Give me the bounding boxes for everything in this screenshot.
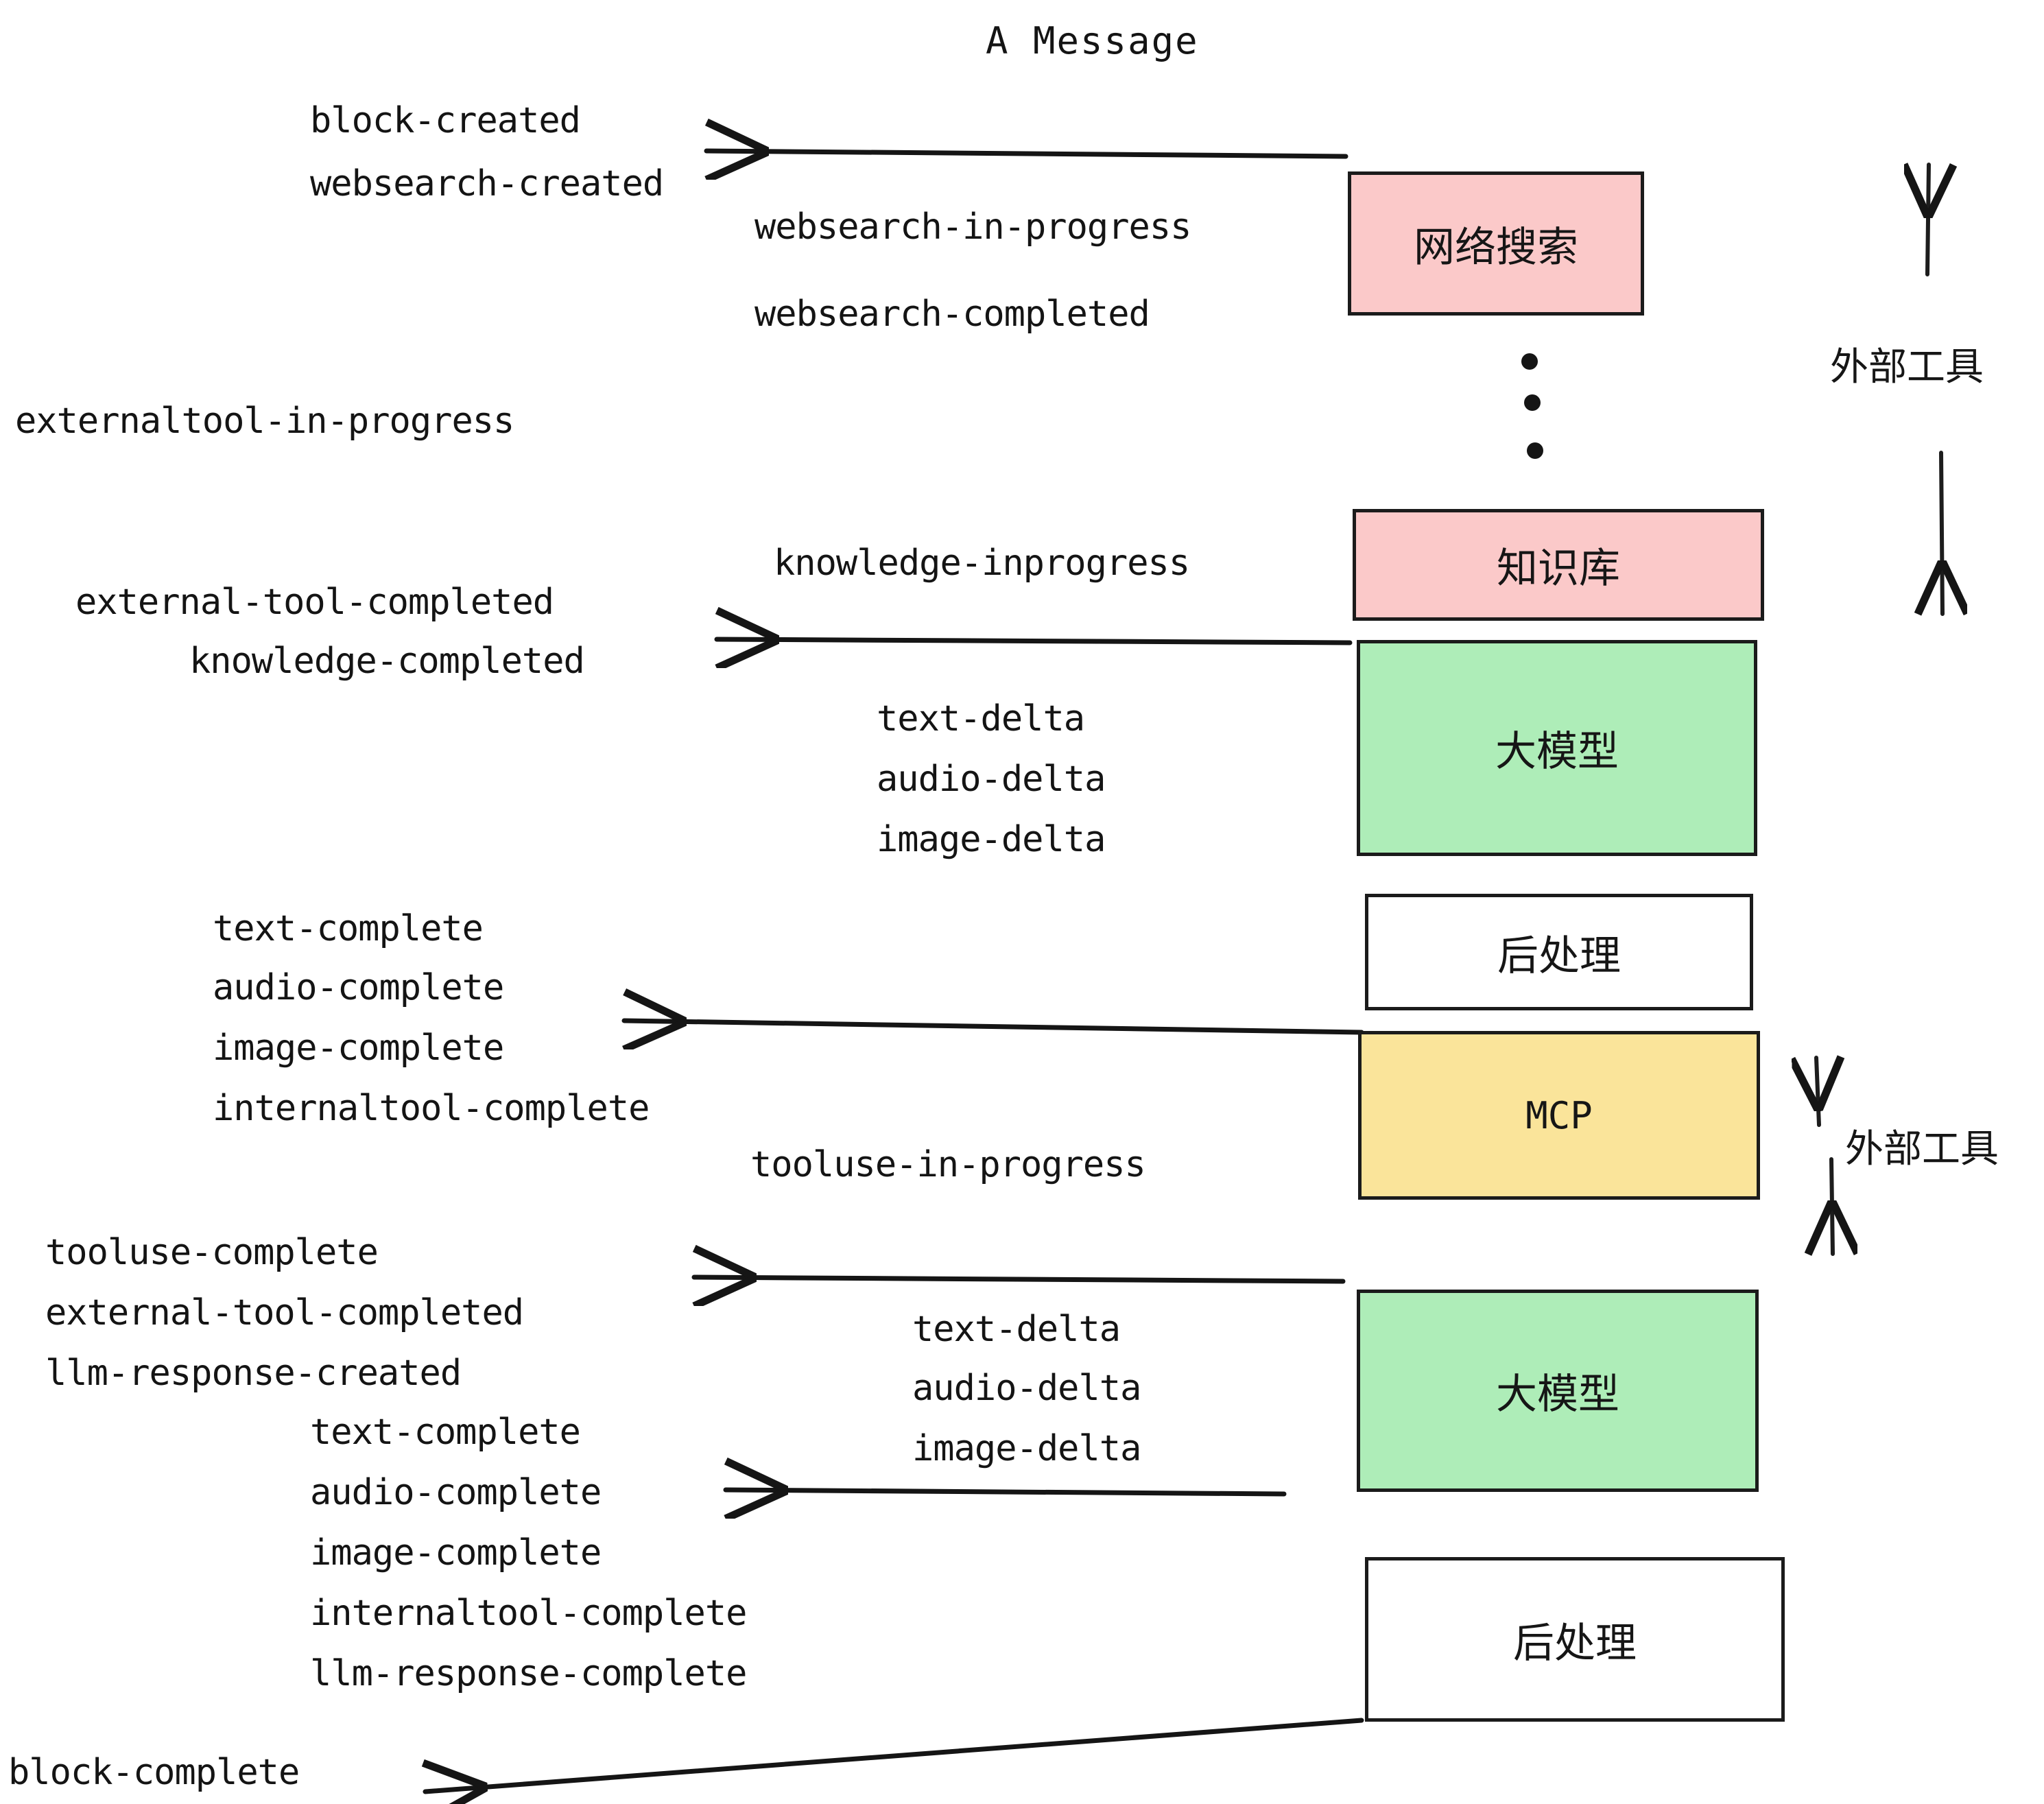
event-image-delta-1: image-delta — [877, 819, 1106, 860]
event-audio-complete-2: audio-complete — [310, 1472, 602, 1513]
arrow-llm2-to-audiocomplete — [723, 1490, 1287, 1494]
ellipsis-dot-3 — [1527, 442, 1543, 459]
event-image-delta-2: image-delta — [912, 1428, 1141, 1469]
event-audio-delta-1: audio-delta — [877, 759, 1106, 800]
event-internaltool-complete-2: internaltool-complete — [310, 1593, 747, 1634]
ellipsis-dot-2 — [1524, 394, 1541, 411]
side-label-external-tool-top: 外部工具 — [1830, 345, 1984, 390]
arrow-mcp-to-toolusecomplete — [691, 1277, 1346, 1281]
arrow-websearch-to-blockcreated — [704, 151, 1348, 156]
event-text-delta-2: text-delta — [912, 1309, 1121, 1350]
event-websearch-in-progress: websearch-in-progress — [754, 206, 1191, 248]
event-external-tool-completed-1: external-tool-completed — [75, 582, 554, 623]
box-postprocess-2[interactable]: 后处理 — [1365, 1557, 1785, 1722]
event-text-complete-2: text-complete — [310, 1412, 581, 1453]
arrow-knowledge-to-completed — [714, 639, 1353, 643]
box-postprocess-1-label: 后处理 — [1497, 931, 1621, 980]
arrow-external-tool-top-up — [1927, 163, 1929, 276]
event-external-tool-completed-2: external-tool-completed — [45, 1292, 524, 1333]
event-block-complete: block-complete — [8, 1752, 300, 1793]
event-audio-complete-1: audio-complete — [213, 967, 504, 1008]
event-block-created: block-created — [310, 100, 581, 141]
box-postprocess-1[interactable]: 后处理 — [1365, 894, 1753, 1010]
event-text-complete-1: text-complete — [213, 908, 484, 949]
arrow-postprocess2-to-blockcomplete — [425, 1718, 1364, 1792]
side-label-external-tool-bottom: 外部工具 — [1845, 1127, 1999, 1172]
box-mcp[interactable]: MCP — [1358, 1031, 1760, 1200]
event-internaltool-complete-1: internaltool-complete — [213, 1088, 650, 1129]
box-llm-1[interactable]: 大模型 — [1357, 640, 1757, 856]
event-externaltool-in-progress: externaltool-in-progress — [15, 401, 514, 442]
box-mcp-label: MCP — [1525, 1093, 1593, 1137]
event-llm-response-complete: llm-response-complete — [310, 1653, 747, 1694]
box-websearch[interactable]: 网络搜索 — [1348, 171, 1644, 316]
event-websearch-created: websearch-created — [310, 163, 664, 204]
event-tooluse-complete: tooluse-complete — [45, 1232, 379, 1273]
event-knowledge-inprogress: knowledge-inprogress — [774, 543, 1190, 584]
event-image-complete-2: image-complete — [310, 1532, 602, 1574]
box-knowledge-label: 知识库 — [1497, 545, 1620, 593]
ellipsis-dot-1 — [1521, 353, 1538, 370]
event-image-complete-1: image-complete — [213, 1028, 504, 1069]
box-websearch-label: 网络搜索 — [1414, 223, 1578, 272]
page-title: A Message — [986, 19, 1199, 62]
box-knowledge[interactable]: 知识库 — [1353, 509, 1764, 621]
box-llm-2-label: 大模型 — [1496, 1370, 1619, 1419]
box-llm-1-label: 大模型 — [1495, 728, 1619, 776]
event-llm-response-created: llm-response-created — [45, 1353, 462, 1394]
box-llm-2[interactable]: 大模型 — [1357, 1290, 1759, 1492]
arrow-external-tool-bottom-down — [1831, 1157, 1833, 1256]
event-tooluse-in-progress: tooluse-in-progress — [750, 1144, 1146, 1185]
event-knowledge-completed: knowledge-completed — [189, 641, 585, 682]
event-websearch-completed: websearch-completed — [754, 294, 1150, 335]
arrow-external-tool-top-down — [1941, 451, 1942, 616]
box-postprocess-2-label: 后处理 — [1513, 1619, 1637, 1667]
arrow-external-tool-bottom-up — [1816, 1058, 1819, 1127]
event-audio-delta-2: audio-delta — [912, 1368, 1141, 1409]
event-text-delta-1: text-delta — [877, 698, 1085, 739]
arrow-postprocess1-to-imagecomplete — [621, 1021, 1364, 1032]
